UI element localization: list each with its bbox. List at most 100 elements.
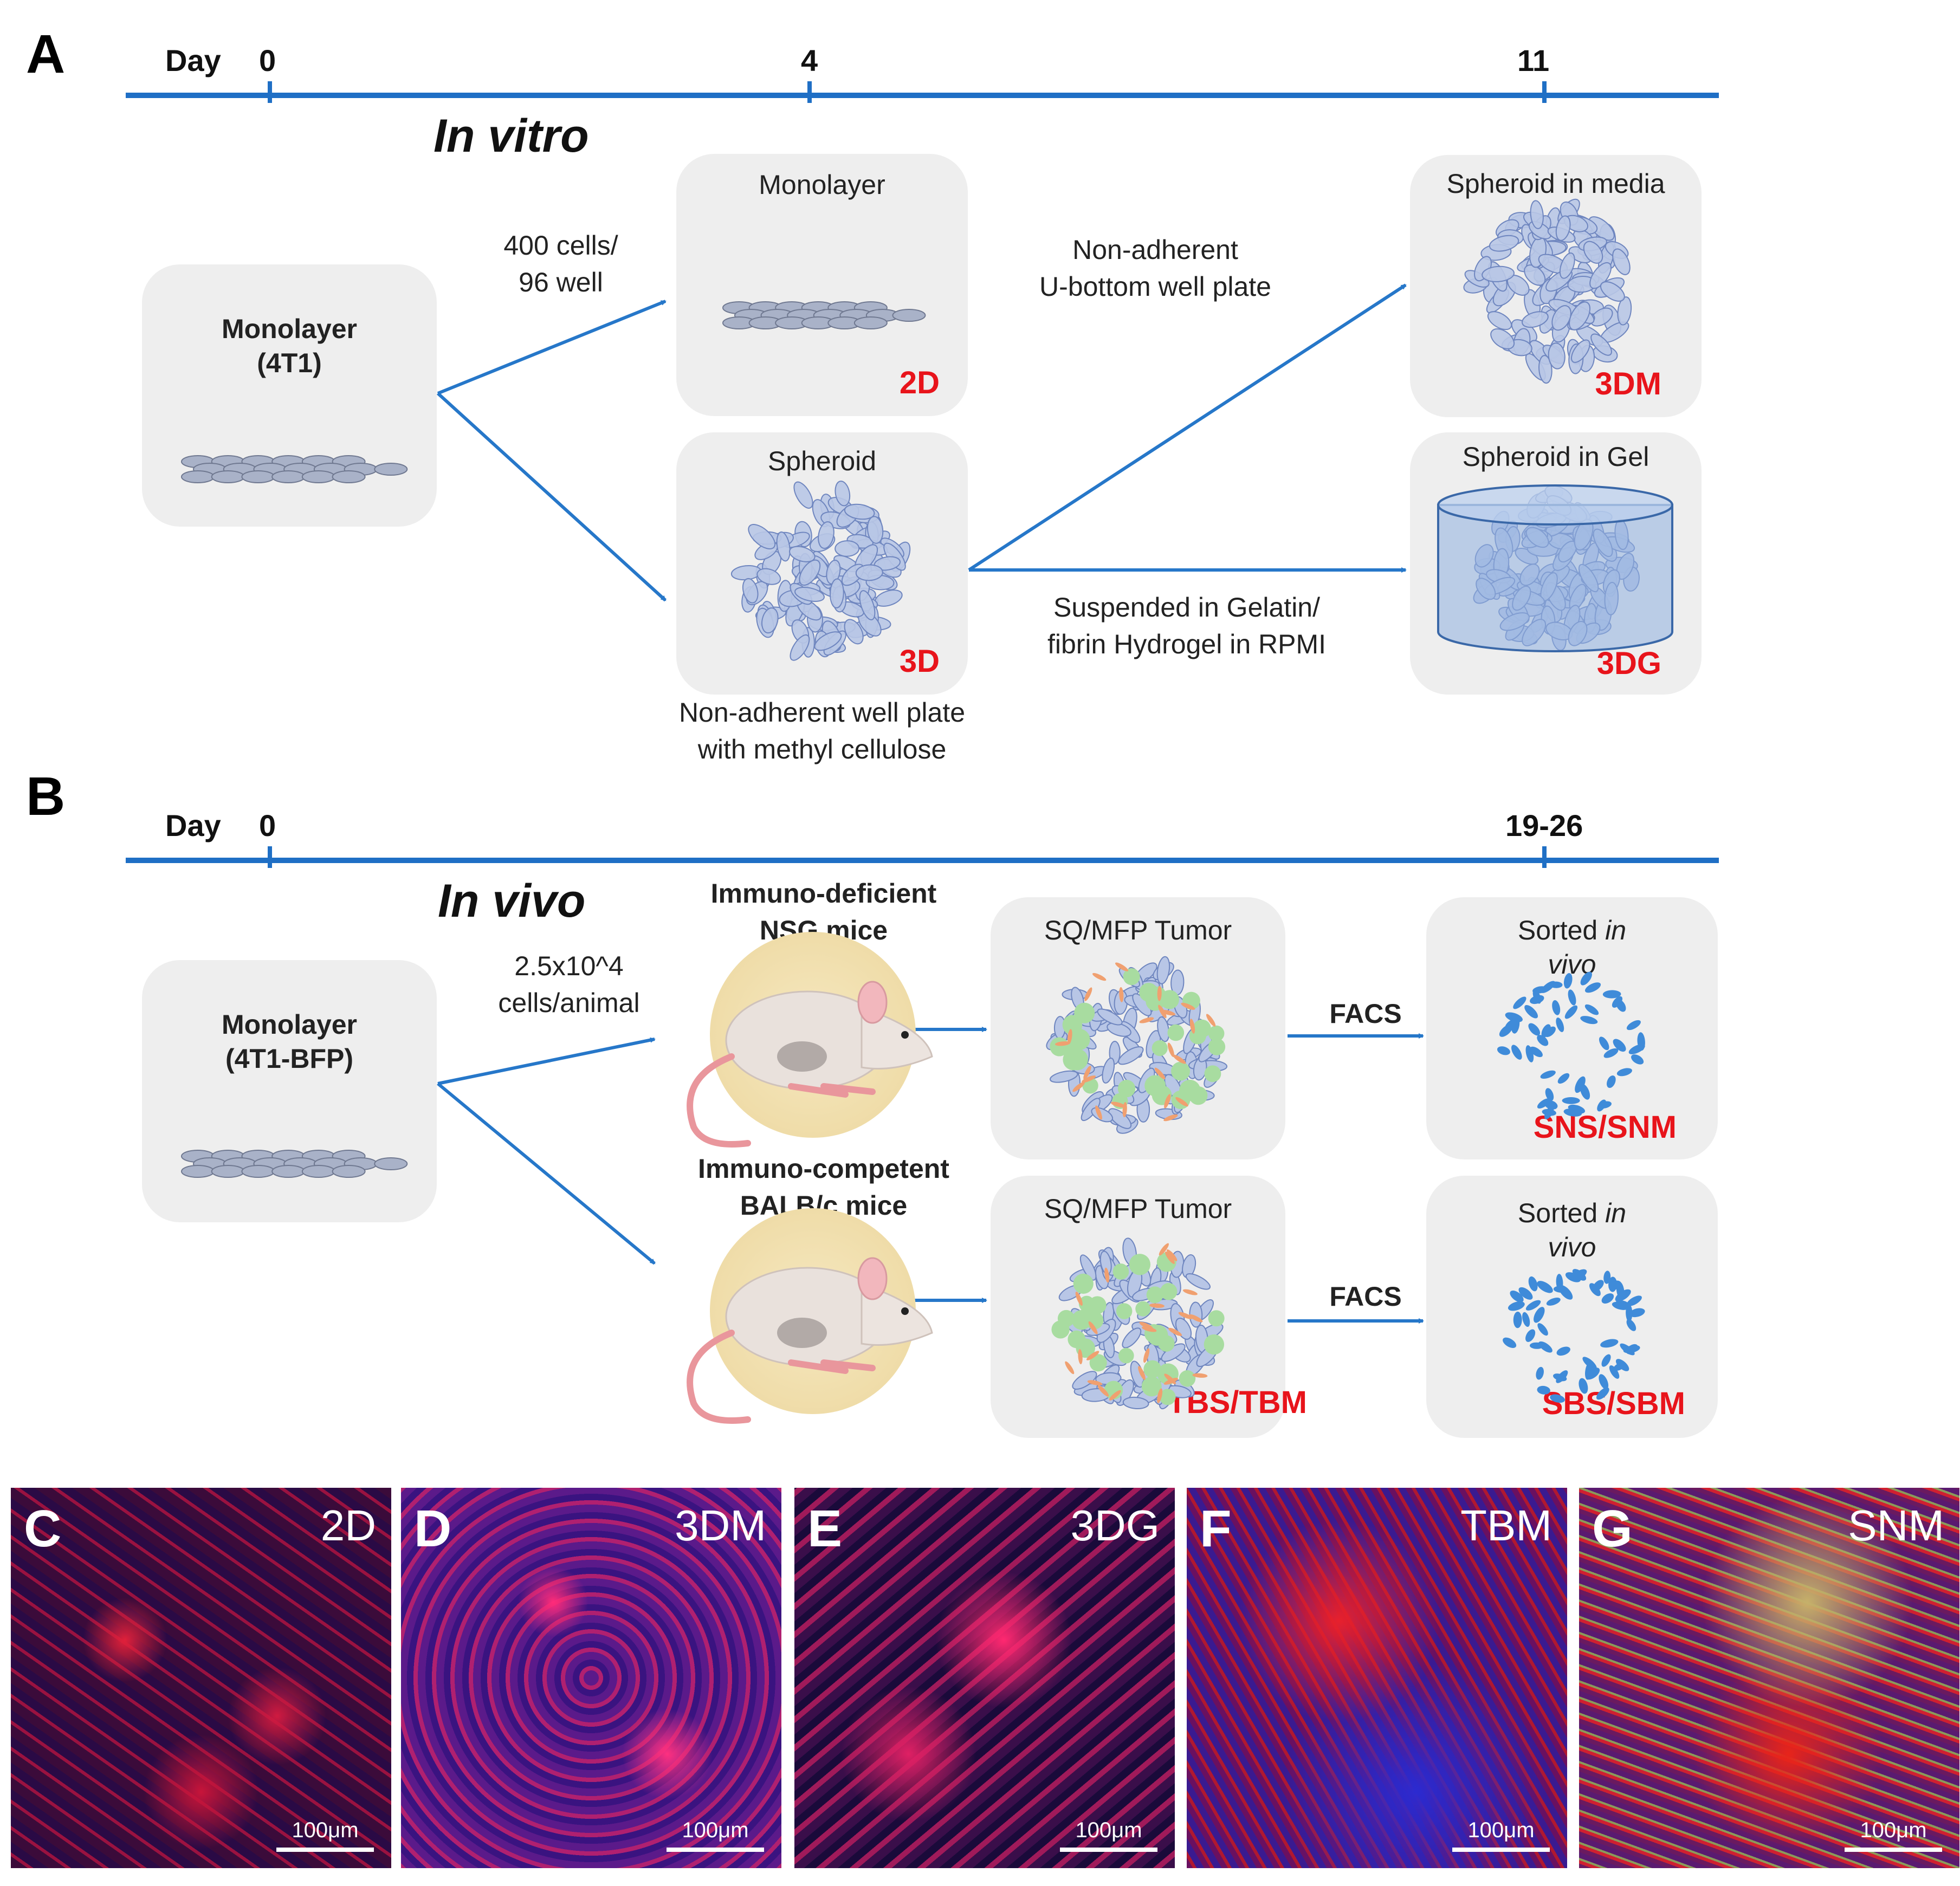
- monolayer-2d-sheet: [722, 301, 926, 329]
- gel-note-line1: Suspended in Gelatin/: [1053, 592, 1321, 623]
- micrograph-letter: G: [1592, 1500, 1633, 1558]
- tag-sbs-sbm: SBS/SBM: [1542, 1386, 1685, 1421]
- panel-a-tick-label-0: 0: [259, 43, 276, 77]
- tag-3d: 3D: [899, 644, 940, 679]
- micrograph-letter: F: [1200, 1500, 1232, 1558]
- facs-label-top: FACS: [1329, 999, 1402, 1029]
- spheroid-media-title: Spheroid in media: [1446, 168, 1665, 199]
- tag-2d: 2D: [899, 365, 940, 400]
- monolayer-4t1-bfp-sheet: [181, 1150, 408, 1178]
- media-note-line1: Non-adherent: [1072, 235, 1238, 265]
- arrow-to-2d: [437, 300, 667, 395]
- scale-bar: [1452, 1848, 1550, 1852]
- seed-note-b-line2: cells/animal: [498, 987, 640, 1018]
- monolayer-4t1-bfp-line1: Monolayer: [221, 1009, 358, 1040]
- monolayer-4t1-bfp-box: Monolayer (4T1-BFP): [142, 960, 437, 1222]
- sorted-nsg-in: in: [1605, 915, 1627, 945]
- panel-b-tick-label-0: 0: [259, 808, 276, 842]
- timeline-a: [126, 81, 1719, 103]
- sorted-balbc-box: Sorted in vivo SBS/SBM: [1426, 1176, 1718, 1438]
- scale-bar: [276, 1848, 374, 1852]
- tumor-nsg-illustration: [1046, 956, 1228, 1134]
- seed-note-a-line2: 96 well: [519, 267, 603, 297]
- monolayer-4t1-bfp-line2: (4T1-BFP): [225, 1043, 354, 1074]
- panel-b-letter: B: [26, 766, 66, 827]
- diagram-graphics: [126, 81, 1719, 1424]
- micrograph-condition-tag: SNM: [1848, 1501, 1944, 1550]
- monolayer-2d-title: Monolayer: [759, 170, 885, 200]
- panel-a-day-label: Day: [165, 43, 221, 77]
- gel-cylinder: [1437, 484, 1673, 652]
- monolayer-4t1-title: Monolayer (4T1): [142, 312, 437, 380]
- arrow-to-3d: [436, 392, 667, 602]
- panel-a-letter: A: [26, 24, 66, 85]
- tag-3dg: 3DG: [1596, 646, 1661, 681]
- gel-culture-note: Suspended in Gelatin/ fibrin Hydrogel in…: [1013, 589, 1360, 663]
- media-note-line2: U-bottom well plate: [1039, 271, 1271, 302]
- sorted-nsg-title: Sorted in vivo: [1426, 913, 1718, 981]
- sorted-balbc-cells: [1503, 1269, 1645, 1403]
- tag-3dm: 3DM: [1595, 366, 1661, 401]
- micrograph-f: F TBM 100μm: [1187, 1488, 1567, 1868]
- spheroid-gel-title: Spheroid in Gel: [1462, 442, 1649, 472]
- micrograph-letter: E: [807, 1500, 843, 1558]
- balbc-mice-label: Immuno-competent BALB/c mice: [667, 1151, 981, 1224]
- panel-b-day-label: Day: [165, 808, 221, 842]
- scale-bar-label: 100μm: [1075, 1818, 1142, 1842]
- micrograph-condition-tag: TBM: [1460, 1501, 1552, 1550]
- timeline-b: [126, 846, 1719, 868]
- sorted-nsg-box: Sorted in vivo SNS/SNM: [1426, 897, 1718, 1159]
- panel-a-tick-label-4: 4: [801, 43, 818, 77]
- spheroid-3d-title: Spheroid: [767, 446, 877, 476]
- nsg-mouse-illustration: [687, 932, 933, 1148]
- scale-bar-label: 100μm: [1467, 1818, 1535, 1842]
- micrograph-d: D 3DM 100μm: [401, 1488, 781, 1868]
- micrograph-condition-tag: 3DG: [1070, 1501, 1160, 1550]
- monolayer-2d-box: Monolayer 2D: [676, 154, 968, 416]
- facs-label-bottom: FACS: [1329, 1281, 1402, 1312]
- panel-b-mode-label: In vivo: [438, 875, 586, 927]
- scale-bar-label: 100μm: [1860, 1818, 1927, 1842]
- tumor-balbc-title: SQ/MFP Tumor: [1044, 1194, 1232, 1224]
- panel-b-tick-label-19-26: 19-26: [1505, 808, 1583, 842]
- sorted-nsg-cells: [1497, 971, 1645, 1119]
- panel-a-tick-label-11: 11: [1517, 43, 1550, 77]
- micrograph-condition-tag: 2D: [320, 1501, 376, 1550]
- seed-note-b-line1: 2.5x10^4: [514, 951, 624, 981]
- sorted-nsg-word: Sorted: [1517, 915, 1598, 945]
- scale-bar: [1845, 1848, 1942, 1852]
- scale-bar: [1060, 1848, 1157, 1852]
- micrograph-condition-tag: 3DM: [675, 1501, 766, 1550]
- sorted-balbc-vivo: vivo: [1548, 1232, 1596, 1262]
- micrograph-e: E 3DG 100μm: [794, 1488, 1175, 1868]
- tumor-balbc-illustration: [1051, 1237, 1225, 1410]
- spheroid-media-box: Spheroid in media 3DM: [1410, 155, 1702, 417]
- media-culture-note: Non-adherent U-bottom well plate: [1009, 232, 1302, 305]
- arrow-to-nsg: [437, 1037, 656, 1085]
- micrograph-letter: D: [414, 1500, 452, 1558]
- micrograph-g: G SNM 100μm: [1579, 1488, 1959, 1868]
- sorted-balbc-word: Sorted: [1517, 1198, 1598, 1228]
- panel-a-mode-label: In vitro: [434, 110, 589, 162]
- nsg-mice-line1: Immuno-deficient: [710, 878, 937, 909]
- scale-bar-label: 100μm: [682, 1818, 749, 1842]
- micrograph-c: C 2D 100μm: [11, 1488, 391, 1868]
- monolayer-4t1-sheet: [181, 455, 408, 483]
- tag-sns-snm: SNS/SNM: [1533, 1110, 1677, 1145]
- scale-bar: [667, 1848, 764, 1852]
- sorted-balbc-title: Sorted in vivo: [1426, 1196, 1718, 1264]
- spheroid-culture-note: Non-adherent well plate with methyl cell…: [645, 695, 999, 768]
- spheroid-note-line2: with methyl cellulose: [697, 734, 947, 764]
- spheroid-note-line1: Non-adherent well plate: [678, 697, 966, 728]
- spheroid-media-illustration: [1463, 198, 1632, 384]
- micrograph-letter: C: [24, 1500, 62, 1558]
- monolayer-4t1-box: Monolayer (4T1): [142, 264, 437, 527]
- arrow-to-balbc: [437, 1082, 656, 1265]
- tumor-nsg-title: SQ/MFP Tumor: [1044, 915, 1232, 945]
- arrow-to-3dm: [968, 283, 1407, 572]
- sorted-balbc-in: in: [1605, 1198, 1627, 1228]
- seed-note-a-line1: 400 cells/: [503, 230, 618, 261]
- balbc-mice-line1: Immuno-competent: [698, 1153, 949, 1184]
- monolayer-4t1-title-line2: (4T1): [257, 347, 322, 378]
- scale-bar-label: 100μm: [292, 1818, 359, 1842]
